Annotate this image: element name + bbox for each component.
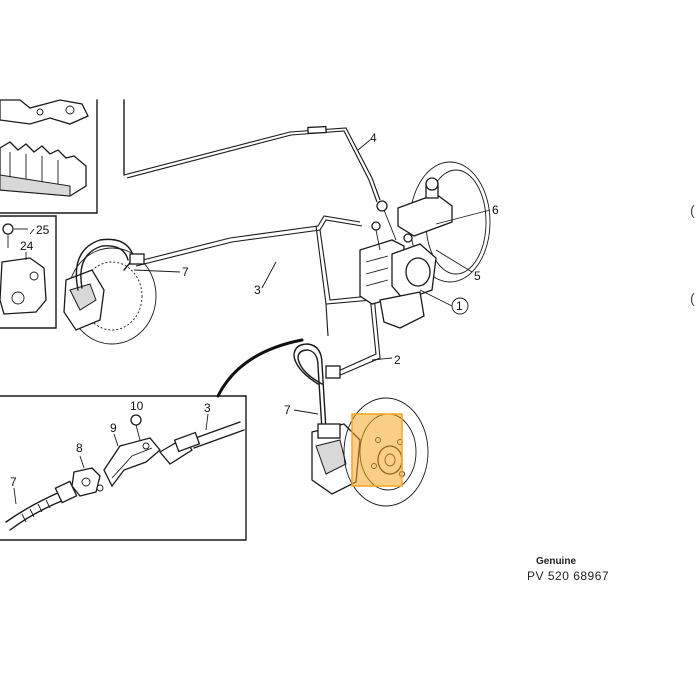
callout-1: 1 — [456, 299, 463, 313]
highlight-box — [351, 413, 403, 487]
callout-7c: 7 — [10, 475, 17, 489]
callout-25: 25 — [36, 223, 50, 237]
inset-caliper-parts — [0, 215, 57, 329]
callout-2: 2 — [394, 353, 401, 367]
front-brake-assembly — [63, 238, 157, 345]
callout-8: 8 — [76, 441, 83, 455]
rear-brake-assembly — [216, 338, 361, 495]
callout-circle-1 — [451, 297, 469, 315]
part-number: PV 520 68967 — [527, 569, 610, 583]
callout-24: 24 — [20, 239, 34, 253]
inset-top-left — [0, 99, 125, 214]
inset-hose-bracket — [0, 395, 247, 541]
callout-3b: 3 — [204, 401, 211, 415]
callout-6: 6 — [492, 203, 499, 217]
callout-4: 4 — [370, 131, 377, 145]
callout-labels: 1 2 3 3 4 5 6 7 7 7 8 9 10 24 25 — [10, 131, 499, 489]
callout-3a: 3 — [254, 283, 261, 297]
callout-9: 9 — [110, 421, 117, 435]
brake-pipes — [123, 125, 381, 377]
leader-lines — [13, 139, 491, 505]
callout-7b: 7 — [284, 403, 291, 417]
master-cylinder-assembly — [359, 161, 491, 329]
edge-mark-top: ( — [690, 202, 695, 218]
callout-10: 10 — [130, 399, 144, 413]
callout-5: 5 — [474, 269, 481, 283]
genuine-label: Genuine — [536, 556, 577, 567]
callout-7a: 7 — [182, 265, 189, 279]
edge-mark-bottom: ( — [690, 290, 695, 306]
